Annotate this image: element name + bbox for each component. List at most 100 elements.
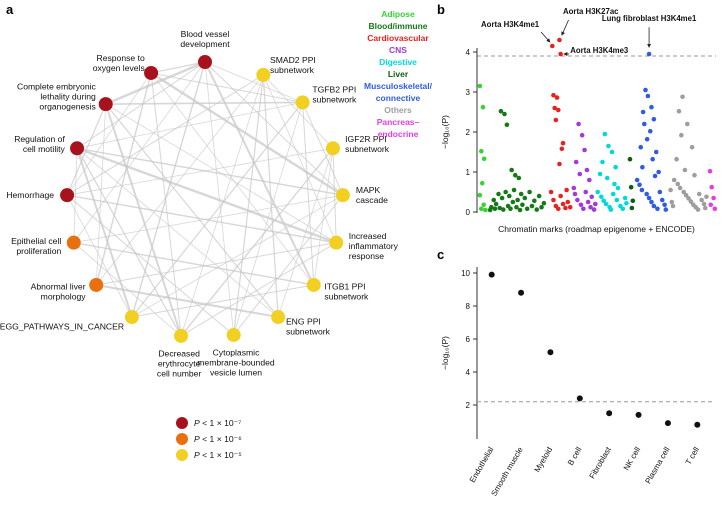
data-point: [676, 108, 682, 114]
network-node: [98, 97, 113, 112]
data-point: [602, 131, 608, 137]
series-Cardiovascular: [548, 37, 573, 212]
data-point: [515, 197, 520, 203]
data-point: [610, 191, 616, 197]
network-edge: [66, 194, 133, 318]
data-point: [681, 189, 687, 195]
data-point: [534, 207, 540, 212]
network-edge: [263, 74, 334, 149]
series-Musculoskeletal/connective: [634, 51, 669, 212]
data-point: [524, 206, 530, 212]
data-point: [509, 167, 514, 173]
series-Adipose: [477, 83, 488, 213]
data-point: [603, 201, 609, 207]
annotation-label: Aorta H3K4me3: [570, 46, 629, 55]
series-Pancreas–endocrine: [707, 168, 718, 212]
data-point: [588, 204, 593, 210]
data-point: [548, 189, 554, 195]
network-edge: [204, 61, 303, 103]
x-category-label: Endothelial: [468, 445, 496, 484]
data-point: [578, 202, 584, 208]
data-point: [613, 164, 618, 170]
data-point: [622, 195, 628, 201]
data-point: [479, 148, 484, 154]
network-node: [124, 310, 139, 325]
data-point: [639, 187, 645, 193]
network-edge: [105, 60, 206, 106]
data-point: [587, 177, 592, 183]
data-point: [688, 199, 694, 204]
data-point: [624, 200, 629, 206]
network-edge: [73, 241, 314, 286]
data-point: [558, 193, 563, 199]
network-node: [198, 55, 212, 69]
data-point: [699, 197, 704, 203]
panel-label-b: b: [437, 2, 445, 17]
data-point: [514, 204, 519, 210]
network-edge: [313, 148, 334, 286]
data-point: [481, 202, 486, 208]
data-point: [479, 180, 485, 186]
data-point: [557, 37, 562, 43]
data-point: [576, 121, 581, 127]
network-node: [335, 188, 350, 203]
data-point: [708, 202, 714, 208]
x-category-label: T cell: [684, 445, 701, 466]
y-tick-label: 6: [466, 335, 471, 344]
data-point: [668, 187, 673, 193]
data-point: [572, 191, 578, 197]
data-point: [597, 171, 603, 177]
data-point: [664, 420, 671, 427]
data-point: [669, 199, 675, 205]
tissue-legend-entry: endocrine: [377, 129, 419, 139]
data-point: [711, 195, 716, 201]
data-point: [644, 191, 649, 197]
data-point: [620, 206, 626, 212]
network-edge: [76, 147, 279, 318]
network-edge: [105, 101, 303, 105]
network-node: [306, 277, 321, 292]
x-category-label: NK cell: [622, 445, 643, 472]
network-edge: [76, 147, 337, 244]
data-point: [532, 198, 537, 204]
network-node-label: Hemorrhage: [6, 190, 54, 200]
y-tick-label: 8: [466, 302, 471, 311]
data-point: [536, 193, 542, 199]
data-point: [647, 128, 653, 134]
data-point: [644, 136, 650, 142]
data-point: [491, 197, 497, 203]
data-point: [477, 192, 483, 198]
data-point: [674, 156, 679, 162]
network-edge: [180, 147, 334, 337]
y-tick-label: 2: [466, 128, 471, 137]
data-point: [479, 206, 484, 212]
data-point: [629, 205, 635, 211]
network-node: [60, 188, 75, 203]
data-point: [563, 205, 568, 211]
network-edge: [302, 102, 344, 196]
data-point: [567, 204, 573, 210]
data-point: [593, 201, 598, 207]
network-edge: [150, 72, 182, 336]
data-point: [508, 206, 513, 212]
data-point: [707, 168, 713, 174]
data-point: [516, 175, 522, 181]
data-point: [634, 177, 640, 183]
series-Liver: [627, 156, 636, 211]
network-edge: [150, 72, 315, 286]
network-edge: [150, 61, 206, 74]
data-point: [518, 289, 525, 296]
network-edge: [73, 242, 182, 337]
data-point: [637, 182, 642, 188]
series-Digestive: [595, 131, 629, 212]
network-edge: [302, 102, 315, 285]
data-point: [558, 51, 563, 57]
